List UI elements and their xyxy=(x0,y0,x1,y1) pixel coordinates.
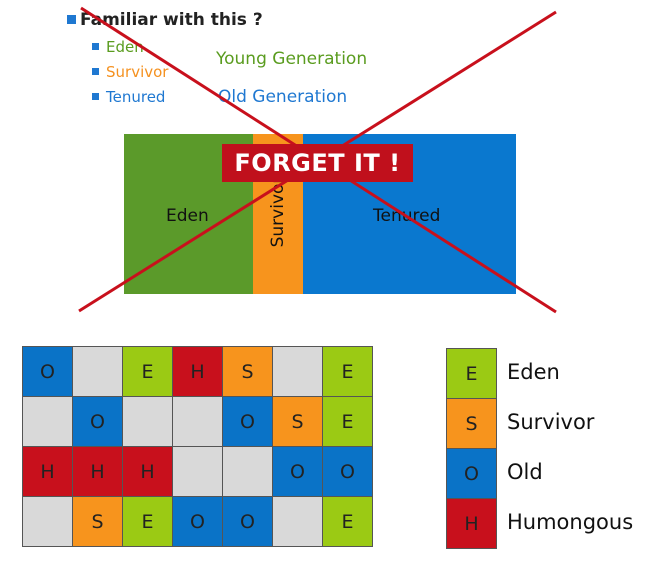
region-cell-eden: E xyxy=(123,347,172,396)
region-cell-humongous: H xyxy=(123,447,172,496)
region-cell-eden: E xyxy=(323,497,372,546)
forget-it-stamp: FORGET IT ! xyxy=(222,144,413,182)
bullet-icon xyxy=(92,68,99,75)
region-cell-survivor: S xyxy=(273,397,322,446)
region-cell-old: O xyxy=(173,497,222,546)
region-cell-empty xyxy=(123,397,172,446)
region-cell-eden: E xyxy=(123,497,172,546)
title-bullet-icon xyxy=(67,15,76,24)
region-cell-empty xyxy=(23,397,72,446)
region-cell-humongous: H xyxy=(23,447,72,496)
region-cell-empty xyxy=(223,447,272,496)
bullet-icon xyxy=(92,43,99,50)
region-cell-eden: E xyxy=(323,347,372,396)
region-cell-old: O xyxy=(23,347,72,396)
eden-segment-label: Eden xyxy=(166,206,209,226)
region-cell-humongous: H xyxy=(173,347,222,396)
region-cell-eden: E xyxy=(323,397,372,446)
region-cell-old: O xyxy=(223,397,272,446)
region-cell-empty xyxy=(273,347,322,396)
region-cell-survivor: S xyxy=(223,347,272,396)
legend-swatch-eden: E xyxy=(447,349,496,398)
region-cell-old: O xyxy=(223,497,272,546)
bullet-icon xyxy=(92,93,99,100)
region-cell-old: O xyxy=(73,397,122,446)
legend-label-eden: Eden xyxy=(507,360,560,384)
region-cell-old: O xyxy=(323,447,372,496)
legend-swatch-survivor: S xyxy=(447,399,496,448)
region-cell-humongous: H xyxy=(73,447,122,496)
legend-label-humongous: Humongous xyxy=(507,510,634,534)
region-cell-empty xyxy=(23,497,72,546)
legend-swatch-humongous: H xyxy=(447,499,496,548)
region-cell-empty xyxy=(173,447,222,496)
region-cell-empty xyxy=(173,397,222,446)
legend-swatch-old: O xyxy=(447,449,496,498)
old-generation-label: Old Generation xyxy=(218,87,348,107)
header-title: Familiar with this ? xyxy=(80,10,263,30)
item-tenured: Tenured xyxy=(106,88,166,106)
item-survivor: Survivor xyxy=(106,63,169,81)
legend-label-old: Old xyxy=(507,460,543,484)
legend-label-survivor: Survivor xyxy=(507,410,595,434)
region-cell-empty xyxy=(273,497,322,546)
region-cell-old: O xyxy=(273,447,322,496)
young-generation-label: Young Generation xyxy=(216,49,368,69)
region-cell-survivor: S xyxy=(73,497,122,546)
region-cell-empty xyxy=(73,347,122,396)
